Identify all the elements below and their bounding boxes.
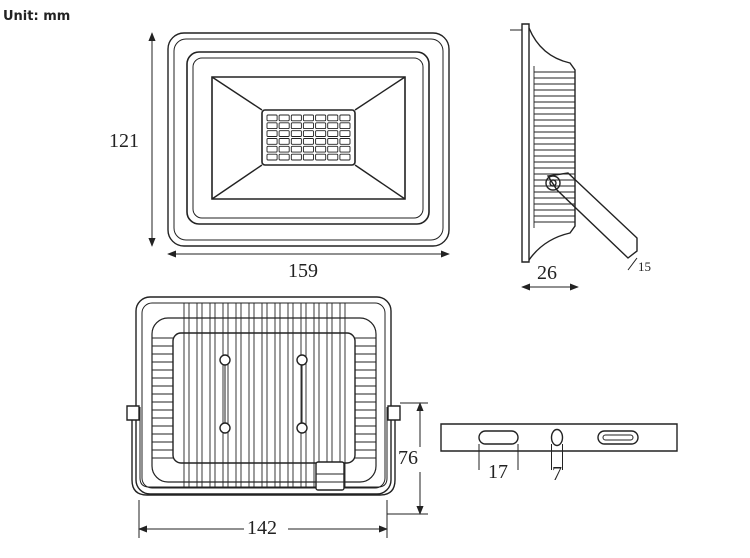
bracket-detail-dimensions — [479, 444, 563, 470]
reflector-edge-tr — [355, 77, 405, 110]
led-chip — [267, 139, 277, 145]
hole-diameter-label: 7 — [552, 463, 562, 485]
led-chip — [303, 146, 313, 152]
front-dimensions — [148, 32, 450, 258]
back-outer-frame — [136, 297, 391, 494]
led-chip — [340, 139, 350, 145]
led-chip — [267, 131, 277, 137]
mount-hole-bl — [220, 423, 230, 433]
led-chip — [303, 131, 313, 137]
back-vertical-fins — [184, 303, 345, 488]
side-view — [510, 24, 637, 262]
reflector-edge-br — [355, 165, 405, 199]
led-chip — [340, 123, 350, 129]
led-chip — [316, 146, 326, 152]
mount-hole-tl — [220, 355, 230, 365]
back-dimensions — [138, 402, 428, 538]
back-center-plate — [173, 333, 355, 463]
front-reflector — [212, 77, 405, 199]
led-chip — [279, 139, 289, 145]
led-chip — [291, 131, 301, 137]
led-chip — [267, 115, 277, 121]
led-chip — [291, 115, 301, 121]
reflector-edge-tl — [212, 77, 262, 110]
led-chip — [316, 154, 326, 160]
led-chip — [303, 154, 313, 160]
led-chip — [303, 115, 313, 121]
front-view — [168, 33, 449, 246]
front-width-label: 159 — [288, 260, 318, 282]
reflector-edge-bl — [212, 165, 262, 199]
led-chip — [303, 139, 313, 145]
side-front-plate — [522, 24, 529, 262]
side-fins — [534, 66, 575, 228]
led-chip — [279, 115, 289, 121]
led-chip — [328, 131, 338, 137]
led-chip — [291, 123, 301, 129]
mount-hole-tr — [297, 355, 307, 365]
led-panel — [262, 110, 355, 165]
led-chip — [279, 123, 289, 129]
led-chip — [328, 115, 338, 121]
bracket-thickness-label: 15 — [638, 259, 651, 274]
back-view — [127, 297, 400, 495]
led-chip — [340, 131, 350, 137]
bracket-slot-left — [479, 431, 518, 444]
led-chip — [340, 115, 350, 121]
front-bezel-inner — [193, 58, 423, 218]
mount-hole-br — [297, 423, 307, 433]
led-chip — [328, 146, 338, 152]
led-chip — [316, 131, 326, 137]
front-outer-frame-inner — [174, 39, 443, 240]
bracket-strip — [441, 424, 677, 451]
led-chip — [267, 123, 277, 129]
led-chip — [340, 154, 350, 160]
side-dimensions — [521, 258, 637, 291]
led-chip — [291, 154, 301, 160]
unit-label: Unit: mm — [3, 9, 71, 24]
bracket-pivot-inner — [550, 180, 556, 186]
led-chip — [291, 139, 301, 145]
back-outer-frame-inner — [142, 303, 385, 488]
led-chip — [279, 154, 289, 160]
led-chip — [279, 131, 289, 137]
led-grid — [267, 115, 350, 160]
bracket-knob-right — [388, 406, 400, 420]
led-chip — [316, 115, 326, 121]
back-bracket-arm — [132, 407, 395, 495]
led-chip — [267, 146, 277, 152]
back-side-fins — [152, 338, 376, 458]
side-housing-profile — [529, 28, 575, 260]
led-chip — [316, 123, 326, 129]
front-outer-frame — [168, 33, 449, 246]
bracket-hole — [552, 430, 563, 446]
led-chip — [267, 154, 277, 160]
slot-width-label: 17 — [488, 461, 508, 483]
back-heatsink-outline — [152, 318, 376, 482]
side-depth-label: 26 — [537, 262, 557, 284]
bracket-slot-right — [598, 431, 638, 444]
led-chip — [279, 146, 289, 152]
led-chip — [328, 154, 338, 160]
bracket-thickness-leader — [628, 258, 637, 270]
bracket-pivot-outer — [546, 176, 560, 190]
side-bracket — [548, 173, 637, 258]
led-chip — [328, 123, 338, 129]
led-chip — [328, 139, 338, 145]
front-bezel — [187, 52, 429, 224]
cable-gland — [316, 462, 344, 490]
bracket-slot-right-inner — [603, 435, 633, 440]
back-mount-height-label: 76 — [398, 447, 418, 469]
led-chip — [340, 146, 350, 152]
led-chip — [316, 139, 326, 145]
led-chip — [291, 146, 301, 152]
front-height-label: 121 — [109, 130, 139, 152]
led-chip — [303, 123, 313, 129]
bracket-knob-left — [127, 406, 139, 420]
back-bracket-arm-inner — [140, 407, 387, 487]
back-width-label: 142 — [247, 517, 277, 539]
bracket-detail-view — [441, 424, 677, 451]
